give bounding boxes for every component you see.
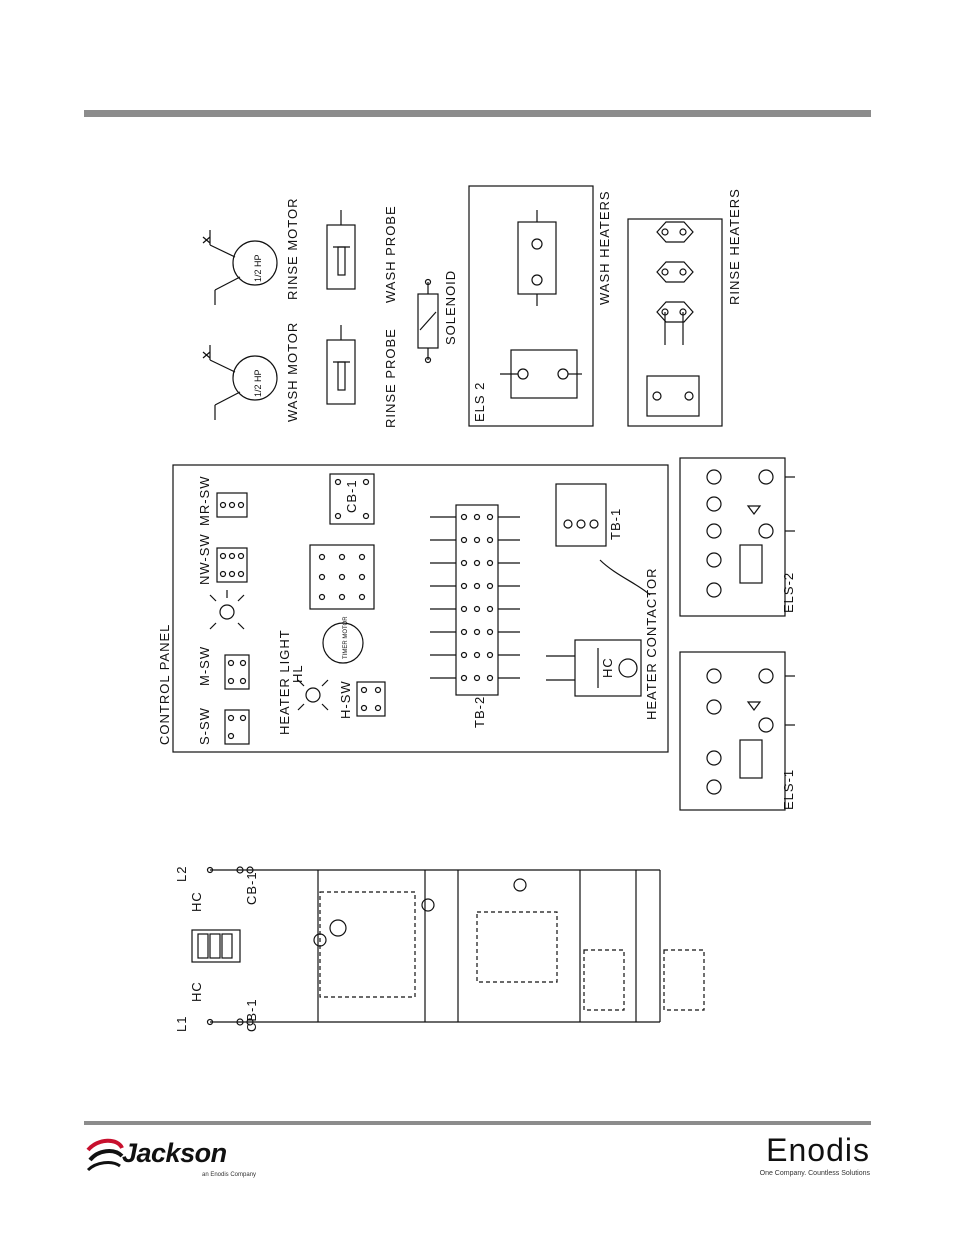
indicator-light-r (209, 590, 245, 630)
els2-box (679, 457, 795, 617)
rinse-probe-symbol (326, 325, 356, 405)
rinse-heater-box (627, 218, 723, 427)
hl-label: HL (290, 664, 305, 683)
h-sw-symbol (356, 681, 386, 717)
timer-motor-label: TIMER MOTOR (343, 616, 349, 659)
wash-probe-label: WASH PROBE (383, 205, 398, 303)
solenoid-label: SOLENOID (443, 270, 458, 345)
cb1-left-label: CB-1 (244, 998, 259, 1032)
hc-label: HC (600, 657, 615, 678)
enodis-tagline: One Company. Countless Solutions (759, 1170, 870, 1177)
wash-motor-label: WASH MOTOR (285, 322, 300, 422)
cb1-label: CB-1 (344, 479, 359, 513)
h-sw-label: H-SW (338, 680, 353, 719)
wash-heaters-label: WASH HEATERS (597, 190, 612, 305)
wash-motor (202, 345, 278, 420)
heater-light-symbol (297, 679, 329, 711)
solenoid-symbol (417, 278, 439, 364)
hc-right-label: HC (189, 891, 204, 912)
jackson-swoosh-icon (86, 1138, 124, 1172)
heater-contactor-label: HEATER CONTACTOR (644, 567, 659, 720)
tb1-terminal-block (555, 483, 651, 596)
rinse-motor-hp: 1/2 HP (253, 254, 263, 282)
control-panel-label: CONTROL PANEL (157, 624, 172, 745)
jackson-logo: Jackson an Enodis Company (84, 1132, 274, 1182)
wash-motor-hp: 1/2 HP (253, 369, 263, 397)
mr-sw-symbol (216, 492, 248, 518)
timer-block (309, 544, 375, 610)
hc-left-label: HC (189, 981, 204, 1002)
tb2-terminal-strip (430, 504, 520, 696)
heater-contactor-symbol (546, 639, 642, 697)
ladder-diagram (191, 866, 705, 1026)
enodis-logo: Enodis One Company. Countless Solutions (744, 1132, 870, 1182)
wash-heater-box (468, 185, 594, 427)
l1-label: L1 (174, 1016, 189, 1032)
tb1-label: TB-1 (608, 508, 623, 540)
heater-light-label: HEATER LIGHT (277, 629, 292, 735)
s-sw-label: S-SW (197, 707, 212, 745)
nw-sw-symbol (216, 547, 248, 583)
els2-label: ELS-2 (781, 572, 796, 613)
els1-label: ELS-1 (781, 769, 796, 810)
enodis-wordmark: Enodis (766, 1132, 870, 1168)
timer-motor-symbol (322, 622, 364, 664)
jackson-subtitle: an Enodis Company (202, 1172, 257, 1178)
s-sw-symbol (224, 709, 250, 745)
cb1-right-label: CB-1 (244, 871, 259, 905)
label-layer: WASH MOTOR RINSE MOTOR 1/2 HP 1/2 HP RIN… (157, 188, 796, 1032)
m-sw-symbol (224, 654, 250, 690)
rinse-heaters-label: RINSE HEATERS (727, 188, 742, 305)
cb1-symbol (329, 473, 375, 525)
rinse-probe-label: RINSE PROBE (383, 328, 398, 428)
header-rule (84, 110, 871, 117)
wash-probe-symbol (326, 210, 356, 290)
jackson-wordmark: Jackson (122, 1138, 227, 1168)
rinse-motor-label: RINSE MOTOR (285, 198, 300, 301)
l2-label: L2 (174, 866, 189, 882)
rinse-motor (202, 230, 278, 305)
els1-box (679, 651, 795, 811)
mr-sw-label: MR-SW (197, 476, 212, 527)
control-panel-frame (172, 464, 669, 753)
footer-rule (84, 1121, 871, 1125)
m-sw-label: M-SW (197, 646, 212, 686)
tb2-label: TB-2 (472, 696, 487, 728)
nw-sw-label: NW-SW (197, 533, 212, 585)
els2-box-label: ELS 2 (472, 382, 487, 422)
